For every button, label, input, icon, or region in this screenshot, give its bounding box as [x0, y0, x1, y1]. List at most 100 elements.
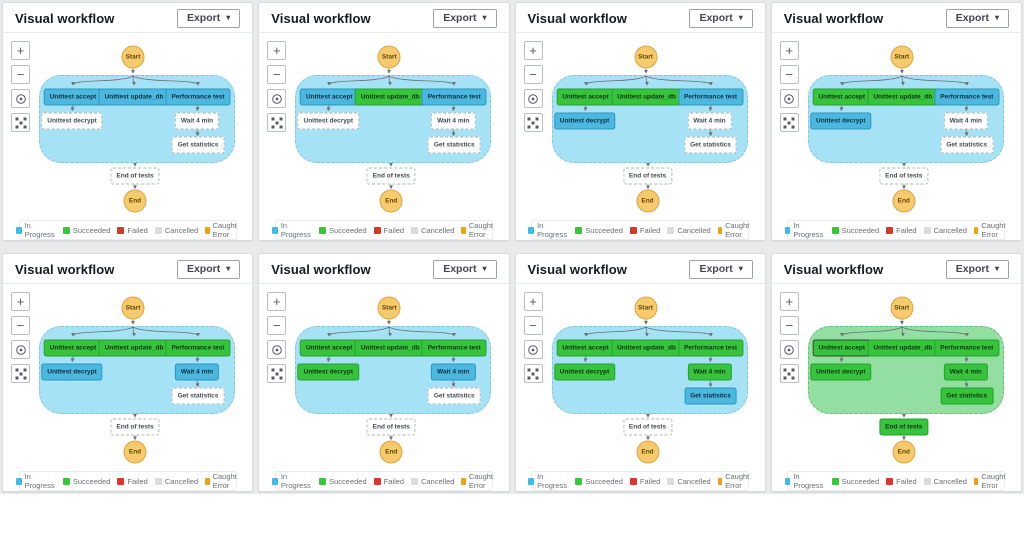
node-end-of-tests[interactable]: End of tests — [110, 167, 160, 185]
node-get-statistics[interactable]: Get statistics — [171, 136, 225, 154]
node-get-statistics[interactable]: Get statistics — [427, 136, 481, 154]
zoom-in-button[interactable]: + — [523, 41, 543, 60]
node-performance-test[interactable]: Performance test — [934, 339, 1000, 357]
node-unittest-decrypt[interactable]: Unittest decrypt — [553, 112, 616, 130]
start-node[interactable]: Start — [634, 45, 657, 69]
zoom-in-button[interactable]: + — [267, 41, 287, 60]
node-wait-4-min[interactable]: Wait 4 min — [431, 112, 476, 130]
node-performance-test[interactable]: Performance test — [677, 88, 744, 106]
node-unittest-accept[interactable]: Unittest accept — [812, 339, 872, 357]
node-get-statistics[interactable]: Get statistics — [171, 387, 225, 405]
node-wait-4-min[interactable]: Wait 4 min — [174, 112, 220, 130]
node-get-statistics[interactable]: Get statistics — [684, 136, 737, 154]
node-unittest-update-db[interactable]: Unittest update_db — [611, 339, 682, 357]
export-button[interactable]: Export ▾ — [945, 259, 1009, 279]
node-performance-test[interactable]: Performance test — [934, 88, 1000, 106]
fit-view-button[interactable] — [11, 113, 30, 132]
node-get-statistics[interactable]: Get statistics — [427, 387, 481, 405]
fit-view-button[interactable] — [779, 364, 799, 383]
node-unittest-accept[interactable]: Unittest accept — [43, 339, 103, 357]
node-unittest-decrypt[interactable]: Unittest decrypt — [553, 363, 616, 381]
node-unittest-accept[interactable]: Unittest accept — [812, 88, 872, 106]
start-node[interactable]: Start — [377, 45, 401, 69]
node-unittest-update-db[interactable]: Unittest update_db — [98, 88, 170, 106]
zoom-out-button[interactable]: − — [523, 65, 543, 84]
zoom-out-button[interactable]: − — [267, 316, 287, 335]
zoom-out-button[interactable]: − — [779, 65, 799, 84]
end-node[interactable]: End — [892, 189, 916, 213]
fit-view-button[interactable] — [267, 113, 287, 132]
center-view-button[interactable] — [11, 340, 30, 359]
node-unittest-update-db[interactable]: Unittest update_db — [611, 88, 682, 106]
center-view-button[interactable] — [267, 340, 287, 359]
end-node[interactable]: End — [123, 440, 147, 464]
fit-view-button[interactable] — [523, 364, 543, 383]
node-performance-test[interactable]: Performance test — [165, 88, 231, 106]
center-view-button[interactable] — [523, 89, 543, 108]
start-node[interactable]: Start — [121, 45, 145, 69]
start-node[interactable]: Start — [890, 45, 914, 69]
node-wait-4-min[interactable]: Wait 4 min — [943, 363, 988, 381]
export-button[interactable]: Export ▾ — [433, 8, 497, 28]
start-node[interactable]: Start — [121, 296, 145, 320]
center-view-button[interactable] — [779, 89, 799, 108]
node-unittest-decrypt[interactable]: Unittest decrypt — [810, 112, 872, 130]
zoom-out-button[interactable]: − — [11, 316, 30, 335]
export-button[interactable]: Export ▾ — [945, 8, 1009, 28]
node-get-statistics[interactable]: Get statistics — [940, 136, 994, 154]
node-unittest-decrypt[interactable]: Unittest decrypt — [810, 363, 872, 381]
zoom-out-button[interactable]: − — [523, 316, 543, 335]
node-performance-test[interactable]: Performance test — [677, 339, 744, 357]
fit-view-button[interactable] — [779, 113, 799, 132]
node-unittest-update-db[interactable]: Unittest update_db — [98, 339, 170, 357]
export-button[interactable]: Export ▾ — [433, 259, 497, 279]
node-wait-4-min[interactable]: Wait 4 min — [687, 112, 732, 130]
node-unittest-accept[interactable]: Unittest accept — [556, 88, 615, 106]
node-end-of-tests[interactable]: End of tests — [366, 418, 416, 436]
export-button[interactable]: Export ▾ — [176, 259, 241, 279]
node-wait-4-min[interactable]: Wait 4 min — [943, 112, 988, 130]
end-node[interactable]: End — [892, 440, 916, 464]
node-performance-test[interactable]: Performance test — [421, 339, 487, 357]
node-unittest-accept[interactable]: Unittest accept — [556, 339, 615, 357]
zoom-out-button[interactable]: − — [267, 65, 287, 84]
end-node[interactable]: End — [379, 189, 403, 213]
node-unittest-decrypt[interactable]: Unittest decrypt — [41, 363, 103, 381]
zoom-out-button[interactable]: − — [779, 316, 799, 335]
node-performance-test[interactable]: Performance test — [421, 88, 487, 106]
export-button[interactable]: Export ▾ — [689, 8, 753, 28]
node-unittest-update-db[interactable]: Unittest update_db — [867, 88, 939, 106]
export-button[interactable]: Export ▾ — [689, 259, 753, 279]
node-end-of-tests[interactable]: End of tests — [879, 418, 929, 436]
node-unittest-decrypt[interactable]: Unittest decrypt — [41, 112, 103, 130]
node-wait-4-min[interactable]: Wait 4 min — [431, 363, 476, 381]
fit-view-button[interactable] — [267, 364, 287, 383]
node-unittest-accept[interactable]: Unittest accept — [43, 88, 103, 106]
node-wait-4-min[interactable]: Wait 4 min — [687, 363, 732, 381]
center-view-button[interactable] — [11, 89, 30, 108]
node-unittest-decrypt[interactable]: Unittest decrypt — [297, 112, 359, 130]
start-node[interactable]: Start — [634, 296, 657, 320]
zoom-in-button[interactable]: + — [11, 292, 30, 311]
zoom-in-button[interactable]: + — [779, 41, 799, 60]
fit-view-button[interactable] — [11, 364, 30, 383]
zoom-out-button[interactable]: − — [11, 65, 30, 84]
fit-view-button[interactable] — [523, 113, 543, 132]
export-button[interactable]: Export ▾ — [176, 8, 241, 28]
node-get-statistics[interactable]: Get statistics — [684, 387, 737, 405]
node-unittest-accept[interactable]: Unittest accept — [299, 88, 359, 106]
zoom-in-button[interactable]: + — [779, 292, 799, 311]
zoom-in-button[interactable]: + — [267, 292, 287, 311]
start-node[interactable]: Start — [377, 296, 401, 320]
node-end-of-tests[interactable]: End of tests — [110, 418, 160, 436]
node-unittest-update-db[interactable]: Unittest update_db — [354, 339, 426, 357]
end-node[interactable]: End — [123, 189, 147, 213]
center-view-button[interactable] — [523, 340, 543, 359]
node-end-of-tests[interactable]: End of tests — [622, 167, 673, 185]
node-unittest-update-db[interactable]: Unittest update_db — [354, 88, 426, 106]
node-performance-test[interactable]: Performance test — [165, 339, 231, 357]
zoom-in-button[interactable]: + — [11, 41, 30, 60]
end-node[interactable]: End — [636, 440, 659, 464]
start-node[interactable]: Start — [890, 296, 914, 320]
center-view-button[interactable] — [779, 340, 799, 359]
